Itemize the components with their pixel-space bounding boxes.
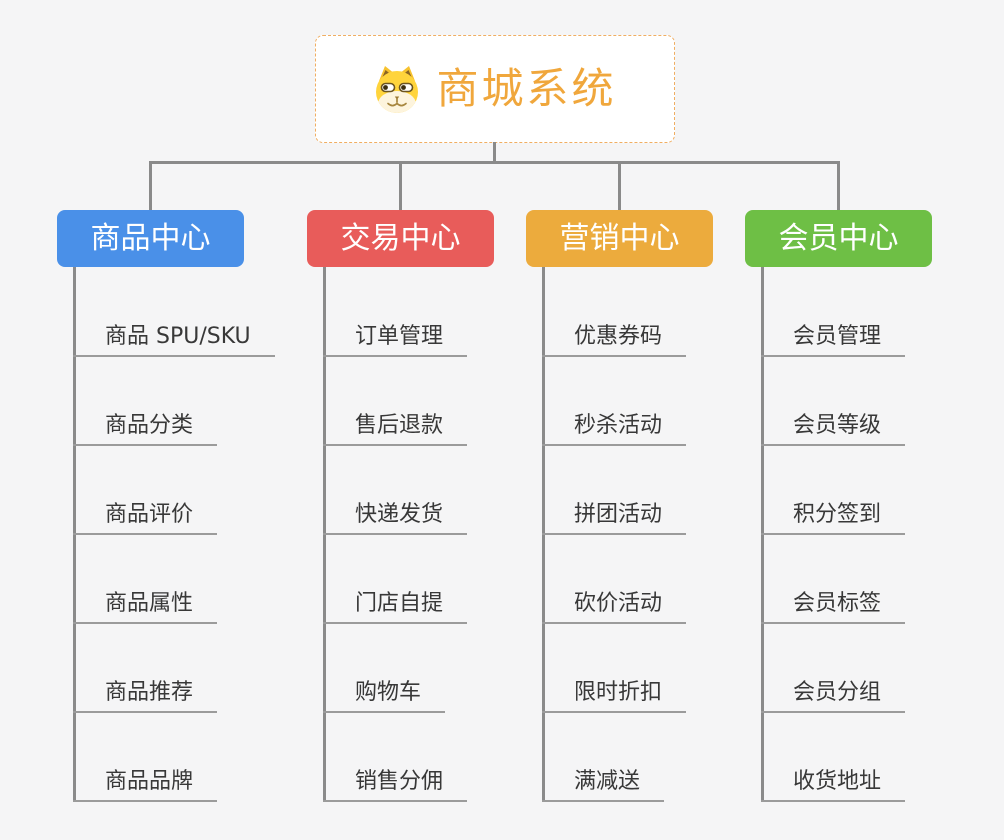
branch-node-1[interactable]: 商品中心 (57, 210, 244, 267)
root-node[interactable]: 商城系统 (315, 35, 675, 143)
leaf-item-3-1[interactable]: 优惠券码 (542, 317, 687, 357)
branch-node-3[interactable]: 营销中心 (526, 210, 713, 267)
leaf-item-4-4[interactable]: 会员标签 (761, 584, 906, 624)
leaf-item-1-5[interactable]: 商品推荐 (73, 673, 218, 713)
connector-root-stub (493, 142, 496, 163)
leaf-item-4-6[interactable]: 收货地址 (761, 762, 906, 802)
leaf-item-3-6[interactable]: 满减送 (542, 762, 665, 802)
branch-node-2[interactable]: 交易中心 (307, 210, 494, 267)
leaf-item-4-5[interactable]: 会员分组 (761, 673, 906, 713)
leaf-item-2-2[interactable]: 售后退款 (323, 406, 468, 446)
leaf-item-2-1[interactable]: 订单管理 (323, 317, 468, 357)
connector-rail (149, 161, 840, 164)
leaf-item-1-4[interactable]: 商品属性 (73, 584, 218, 624)
leaf-item-4-3[interactable]: 积分签到 (761, 495, 906, 535)
leaf-item-2-6[interactable]: 销售分佣 (323, 762, 468, 802)
leaf-item-4-2[interactable]: 会员等级 (761, 406, 906, 446)
leaf-item-2-4[interactable]: 门店自提 (323, 584, 468, 624)
leaf-item-4-1[interactable]: 会员管理 (761, 317, 906, 357)
leaf-item-2-5[interactable]: 购物车 (323, 673, 446, 713)
leaf-item-3-5[interactable]: 限时折扣 (542, 673, 687, 713)
leaf-item-3-4[interactable]: 砍价活动 (542, 584, 687, 624)
leaf-item-3-3[interactable]: 拼团活动 (542, 495, 687, 535)
connector-stub-2 (399, 161, 402, 210)
leaf-item-1-3[interactable]: 商品评价 (73, 495, 218, 535)
leaf-item-2-3[interactable]: 快递发货 (323, 495, 468, 535)
connector-stub-3 (618, 161, 621, 210)
connector-stub-4 (837, 161, 840, 210)
leaf-item-1-2[interactable]: 商品分类 (73, 406, 218, 446)
leaf-item-3-2[interactable]: 秒杀活动 (542, 406, 687, 446)
connector-stub-1 (149, 161, 152, 210)
root-title: 商城系统 (436, 64, 617, 113)
leaf-item-1-1[interactable]: 商品 SPU/SKU (73, 317, 275, 357)
dog-icon (376, 66, 419, 113)
branch-node-4[interactable]: 会员中心 (745, 210, 932, 267)
leaf-item-1-6[interactable]: 商品品牌 (73, 762, 218, 802)
